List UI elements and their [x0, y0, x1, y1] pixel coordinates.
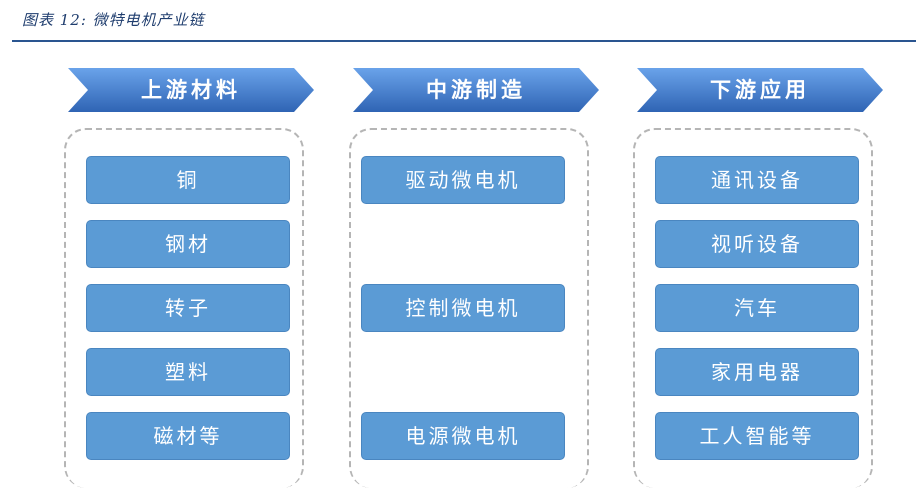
- dashed-group-box: [349, 128, 589, 488]
- item-box: 控制微电机: [361, 284, 565, 332]
- item-box: 驱动微电机: [361, 156, 565, 204]
- chevron-header-upstream: 上游材料: [68, 68, 314, 112]
- item-box: 铜: [86, 156, 290, 204]
- chevron-label: 中游制造: [426, 78, 526, 102]
- chevron-header-downstream: 下游应用: [637, 68, 883, 112]
- item-box: 视听设备: [655, 220, 859, 268]
- chevron-header-midstream: 中游制造: [353, 68, 599, 112]
- chevron-label: 下游应用: [710, 78, 810, 102]
- column-upstream: 上游材料 铜 钢材 转子 塑料 磁材等: [64, 68, 316, 488]
- chevron-arrow-shape: [353, 68, 599, 112]
- item-box: 钢材: [86, 220, 290, 268]
- item-box: 塑料: [86, 348, 290, 396]
- column-downstream: 下游应用 通讯设备 视听设备 汽车 家用电器 工人智能等: [633, 68, 885, 488]
- item-box: 电源微电机: [361, 412, 565, 460]
- item-box: 工人智能等: [655, 412, 859, 460]
- dashed-group-box: [64, 128, 304, 488]
- item-box: 通讯设备: [655, 156, 859, 204]
- chevron-arrow-shape: [637, 68, 883, 112]
- chevron-arrow-shape: [68, 68, 314, 112]
- item-box: 转子: [86, 284, 290, 332]
- title-divider: [12, 40, 916, 42]
- item-box: 磁材等: [86, 412, 290, 460]
- item-box: 汽车: [655, 284, 859, 332]
- column-midstream: 中游制造 驱动微电机 控制微电机 电源微电机: [349, 68, 601, 488]
- dashed-group-box: [633, 128, 873, 488]
- figure-title: 图表 12: 微特电机产业链: [22, 11, 205, 29]
- chevron-label: 上游材料: [141, 78, 241, 102]
- item-box: 家用电器: [655, 348, 859, 396]
